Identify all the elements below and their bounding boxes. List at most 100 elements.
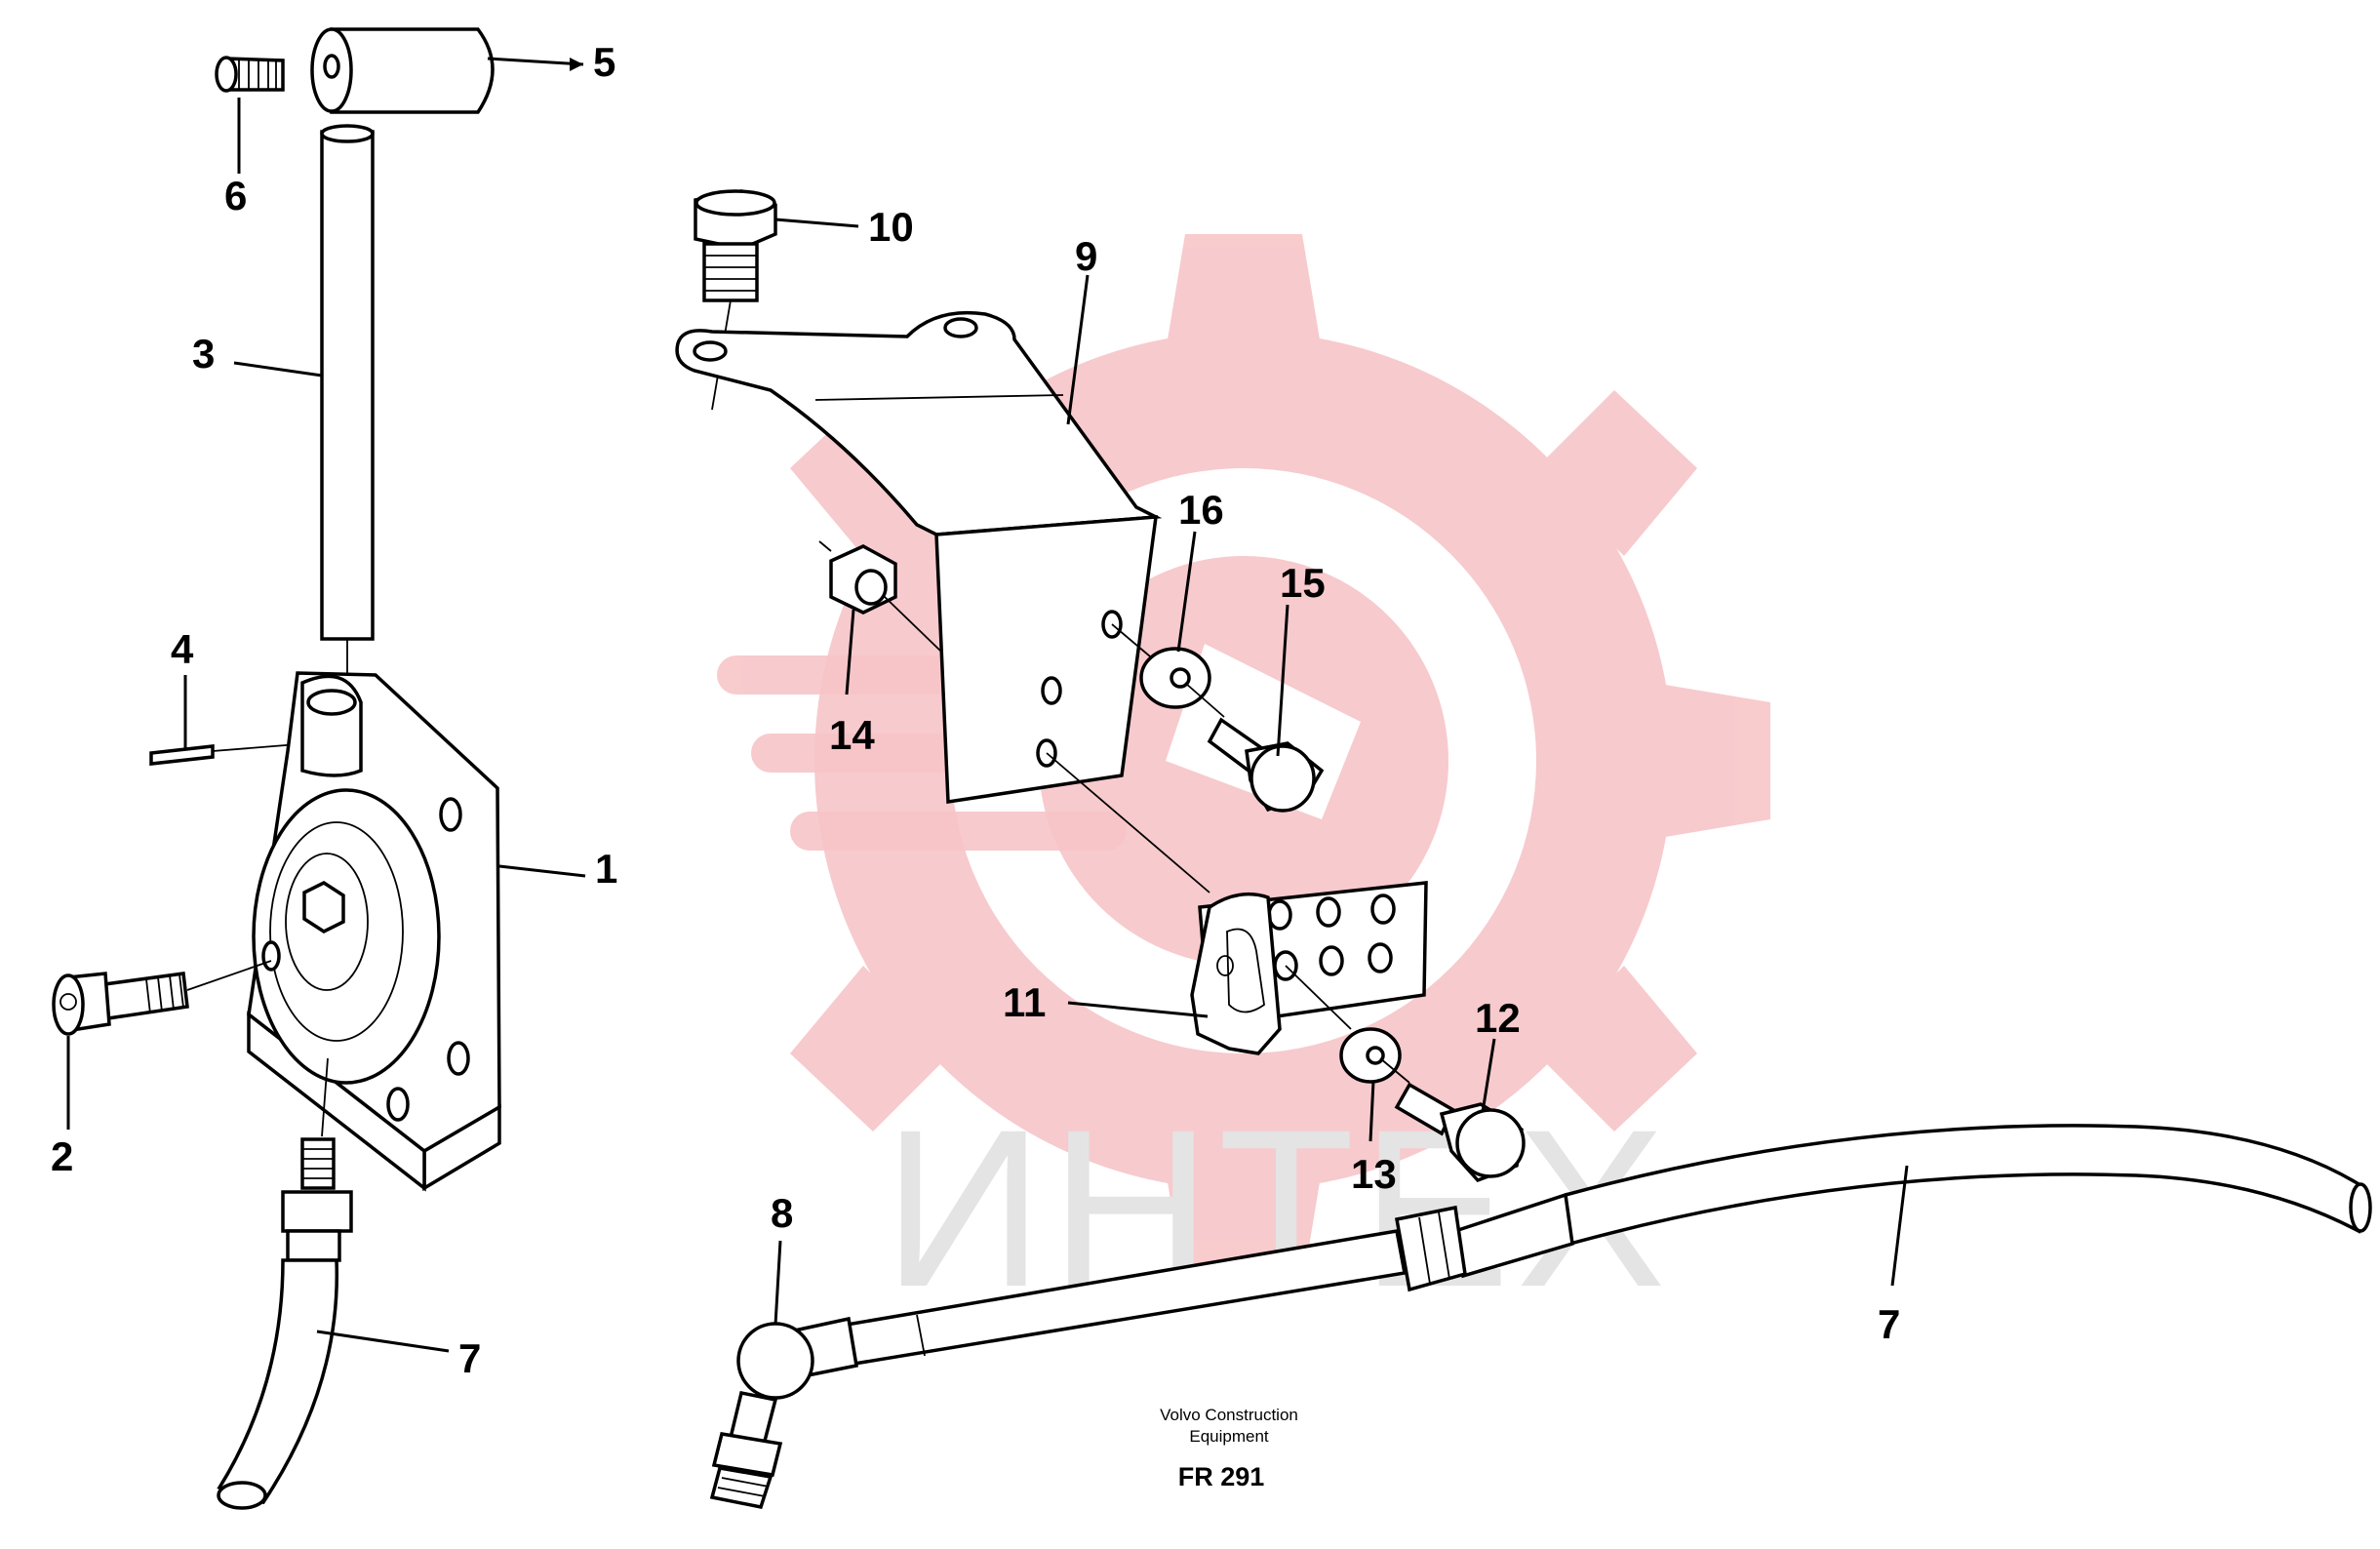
set-screw-thread: [238, 59, 277, 90]
housing-bolt-hole: [447, 1041, 470, 1076]
bolt-axis: [1184, 682, 1225, 718]
screw-socket: [60, 993, 77, 1011]
washer-hole: [1366, 1046, 1385, 1065]
callout-3: 3: [192, 331, 215, 377]
cable-sheath: [1564, 1124, 2362, 1247]
bracket-hole: [693, 340, 728, 362]
cable-collar: [286, 1229, 341, 1262]
leader-16: [1176, 531, 1197, 653]
part-5-knob: [310, 27, 495, 114]
callout-6: 6: [224, 173, 247, 218]
clamp-hole: [1267, 899, 1292, 931]
rod-top: [320, 124, 375, 143]
callout-12: 12: [1475, 995, 1521, 1041]
ball-joint-thread-lines: [717, 1477, 770, 1497]
ball-joint-nut: [711, 1432, 783, 1477]
leader-13: [1368, 1080, 1375, 1142]
rod-body: [320, 130, 375, 641]
clamp-hook: [1190, 892, 1282, 1055]
part-8-ball-joint: [709, 1316, 859, 1510]
watermark-stripe: [790, 812, 1127, 851]
part-15-bolt: [1184, 682, 1325, 813]
callout-9: 9: [1075, 233, 1097, 279]
ball-joint-thread: [709, 1466, 774, 1510]
knob-hole: [323, 54, 340, 79]
bracket-front: [934, 515, 1159, 805]
leader-10: [774, 218, 859, 228]
bolt-head-face: [1250, 744, 1316, 813]
part-10-bolt: [694, 189, 777, 411]
part-6-set-screw: [215, 56, 285, 93]
part-2-screw: [52, 960, 272, 1036]
callout-7b: 7: [1878, 1301, 1900, 1347]
washer-axis: [1111, 623, 1157, 662]
callout-13: 13: [1351, 1151, 1397, 1197]
leader-5: [487, 57, 584, 66]
washer-axis: [1285, 965, 1352, 1030]
nut-axis-back: [818, 540, 832, 552]
clamp-hook-hole: [1216, 955, 1234, 976]
leader-7a: [316, 1330, 450, 1353]
housing-dome-mid: [269, 821, 404, 1042]
clamp-axis: [1046, 752, 1210, 894]
bolt-shank: [1394, 1082, 1456, 1136]
part-9-bracket: [675, 310, 1163, 805]
leader-9: [1066, 274, 1090, 425]
bolt-thread: [704, 255, 757, 292]
housing-boss-hole: [306, 689, 357, 716]
cable-sheath: [217, 1258, 339, 1505]
leader-15: [1276, 604, 1289, 757]
callout-7a: 7: [458, 1335, 481, 1381]
leader-1: [498, 864, 586, 878]
leader-14: [845, 609, 855, 695]
cable-ring: [1394, 1205, 1467, 1292]
housing-dome-outer: [252, 788, 441, 1085]
figure-code: FR 291: [1178, 1462, 1265, 1491]
callout-8: 8: [771, 1190, 793, 1236]
bracket-front-hole: [1041, 676, 1062, 705]
clamp-hook-inner: [1226, 928, 1265, 1013]
part-3-rod: [320, 124, 375, 673]
cable-ring-groove: [1418, 1211, 1450, 1285]
clamp-hole: [1368, 942, 1393, 973]
bolt-head-face: [1455, 1108, 1526, 1178]
callout-15: 15: [1280, 560, 1326, 606]
part-7-cable-right: [844, 1124, 2372, 1367]
bolt-shank: [702, 242, 759, 302]
bolt-head-top: [694, 189, 776, 217]
cable-inner-seam: [916, 1314, 926, 1357]
pin-body: [149, 744, 215, 766]
part-7-cable-left: [217, 1057, 353, 1510]
leader-8: [774, 1240, 782, 1326]
screw-thread: [145, 973, 184, 1014]
clamp-hole: [1319, 945, 1344, 976]
callout-16: 16: [1178, 487, 1224, 533]
caption-block: Volvo Construction Equipment FR 291: [1160, 1406, 1298, 1491]
part-13-washer: [1285, 965, 1402, 1084]
leader-lines: [66, 57, 1909, 1353]
bolt-axis: [1379, 1057, 1410, 1084]
clamp-hole: [1316, 896, 1341, 928]
cable-end: [2349, 1182, 2372, 1233]
washer-hole: [1170, 667, 1191, 689]
housing-bolt-hole: [439, 797, 462, 832]
leader-5-arrow: [570, 58, 583, 71]
callout-1: 1: [595, 846, 617, 892]
cable-nut: [281, 1190, 353, 1233]
cable-axis: [321, 1057, 329, 1137]
cable-threaded-end: [300, 1137, 336, 1190]
callout-10: 10: [868, 204, 914, 250]
part-14-nut: [818, 540, 942, 653]
callout-14: 14: [829, 712, 875, 758]
housing-bolt-hole: [261, 940, 281, 972]
leader-12: [1481, 1038, 1496, 1113]
ball-joint-ball: [736, 1322, 814, 1400]
bracket-hole: [943, 317, 978, 338]
bracket-top: [675, 310, 1163, 536]
bracket-fold: [814, 394, 1064, 401]
knob-body: [330, 27, 495, 114]
part-11-clamp: [1046, 752, 1428, 1055]
clamp-hole: [1370, 894, 1396, 925]
housing-hex-nut: [302, 880, 345, 934]
part-1-housing: [247, 671, 501, 1192]
